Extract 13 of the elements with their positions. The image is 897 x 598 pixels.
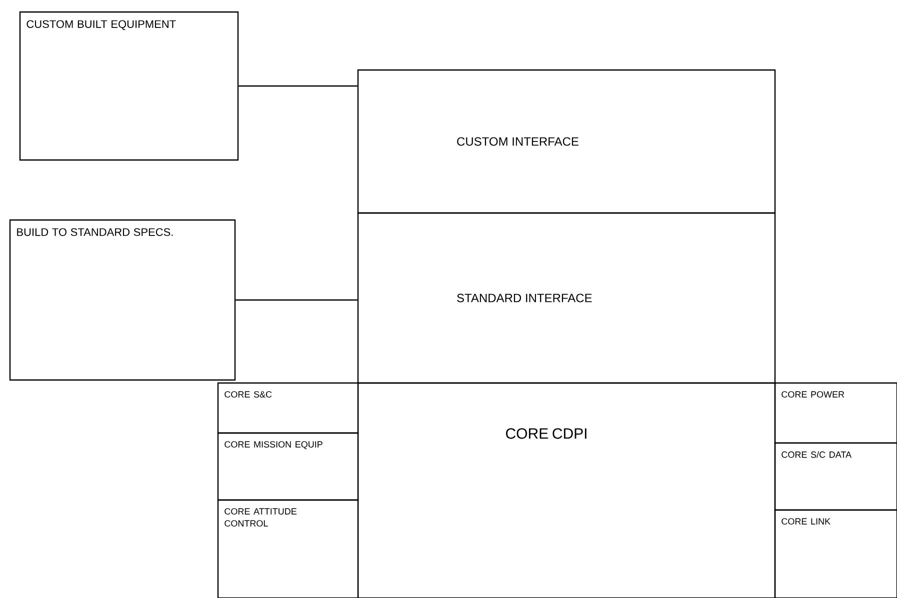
connector-line (238, 85, 358, 87)
equipment-box: BUILD TO STANDARD SPECS. (9, 219, 236, 381)
interface-box: STANDARD INTERFACE (357, 212, 776, 384)
core-cell: CORE S/C DATA (774, 442, 897, 511)
core-cell: CORE MISSION EQUIP (217, 432, 359, 501)
equipment-box: CUSTOM BUILT EQUIPMENT (19, 11, 239, 161)
core-cell: CORE LINK (774, 509, 897, 598)
core-cell: CORE POWER (774, 382, 897, 444)
core-cell: CORE ATTITUDE CONTROL (217, 499, 359, 598)
core-box: CORE CDPI (357, 382, 776, 598)
connector-line (236, 299, 358, 301)
core-cell: CORE S&C (217, 382, 359, 434)
interface-box: CUSTOM INTERFACE (357, 69, 776, 214)
